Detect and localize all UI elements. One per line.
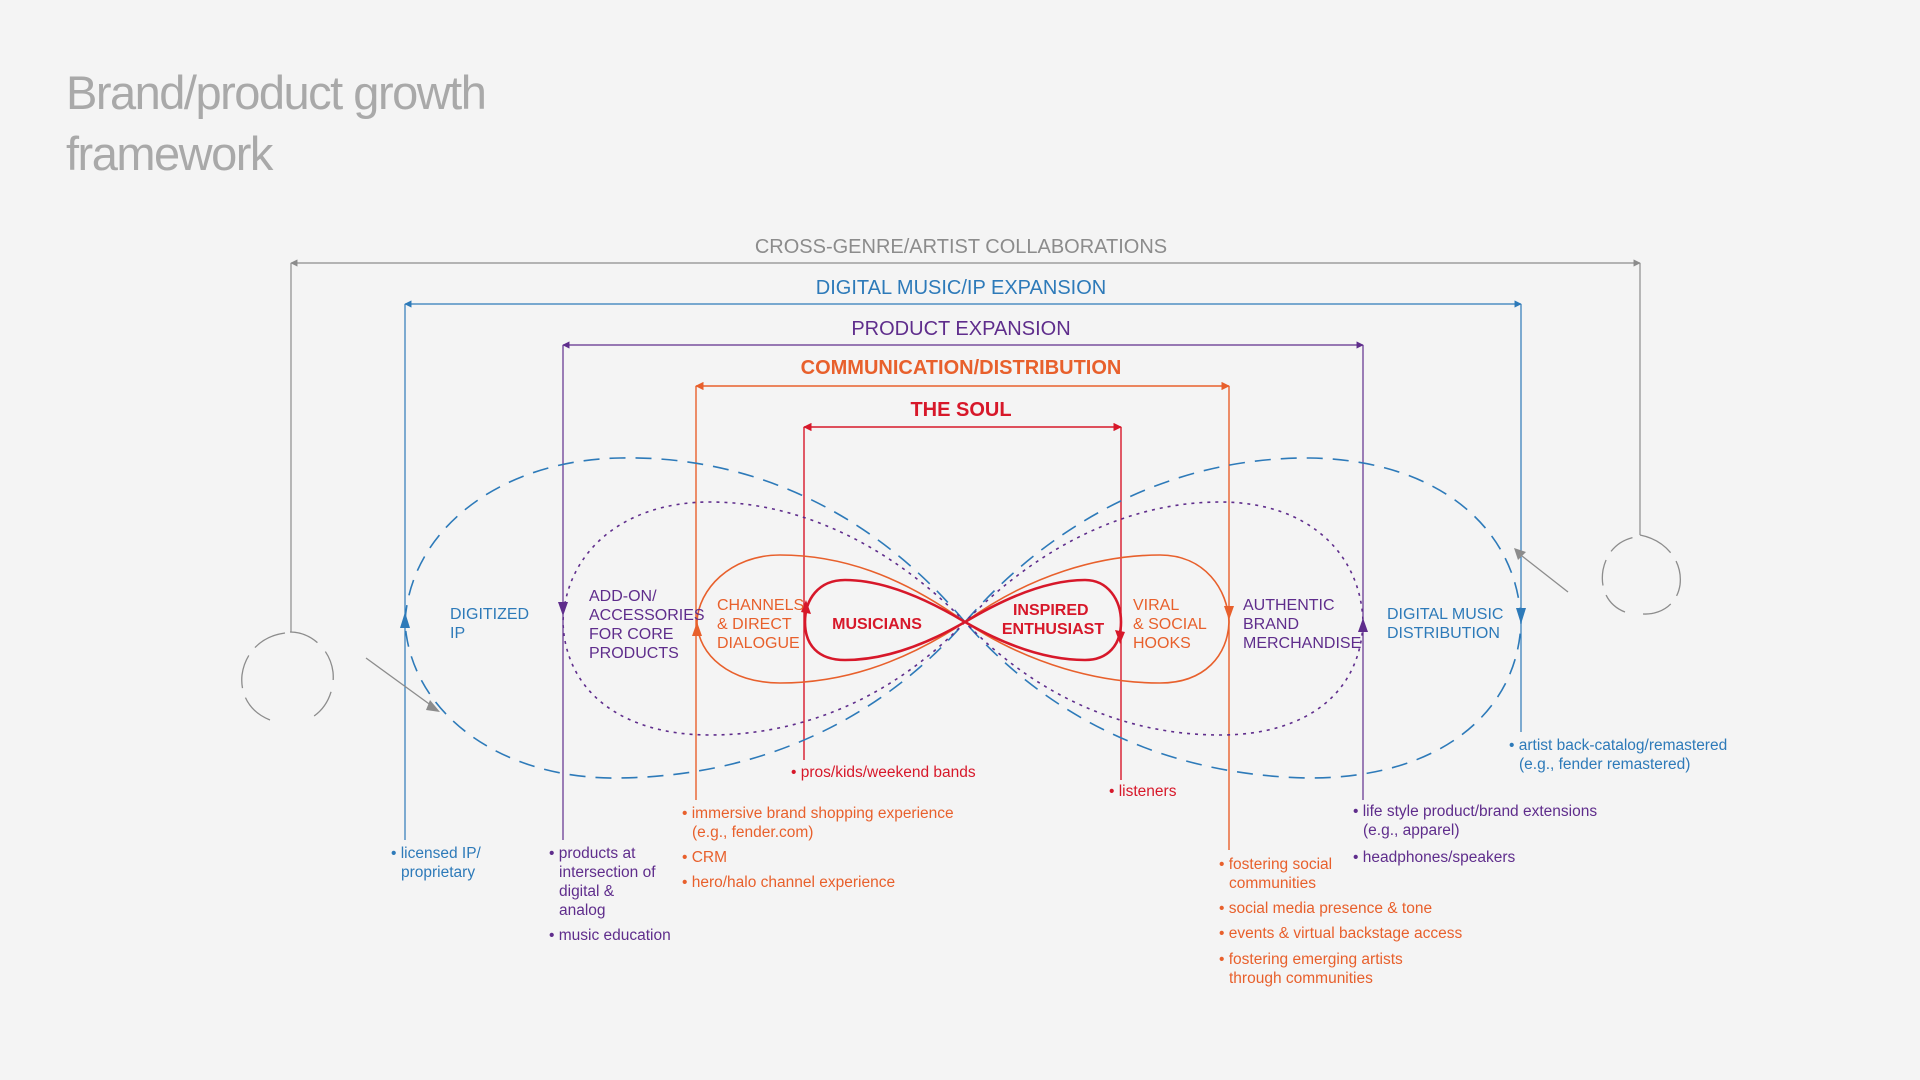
bullet-life-style: • life style product/brand extensions (e… (1353, 803, 1601, 839)
loop-digital-ip (404, 457, 1522, 779)
bracket-product-expansion: PRODUCT EXPANSION (562, 318, 1364, 840)
recycle-circle-right (1514, 534, 1681, 615)
bracket-cross-genre: CROSS-GENRE/ARTIST COLLABORATIONS (290, 236, 1641, 632)
loop-arrow-blue-left (400, 612, 410, 628)
node-musicians: MUSICIANS (832, 616, 922, 633)
node-viral-social-hooks: VIRAL & SOCIAL HOOKS (1133, 597, 1211, 652)
bullet-music-education: • music education (549, 927, 671, 944)
node-digital-distribution: DIGITAL MUSIC DISTRIBUTION (1387, 606, 1508, 642)
loop-arrow-orange-left (692, 622, 702, 636)
node-inspired-enthusiast: INSPIRED ENTHUSIAST (1002, 602, 1104, 638)
bullet-hero-halo: • hero/halo channel experience (682, 874, 895, 891)
label-the-soul: THE SOUL (910, 399, 1011, 421)
bullet-pros-kids: • pros/kids/weekend bands (791, 764, 976, 781)
bullet-products-intersection: • products at intersection of digital & … (549, 845, 660, 919)
page-title-line-2: framework (66, 127, 273, 180)
bullet-immersive: • immersive brand shopping experience (e… (682, 805, 958, 841)
bullet-licensed-ip: • licensed IP/ proprietary (391, 845, 485, 881)
bracket-the-soul: THE SOUL (803, 399, 1122, 780)
node-add-on-accessories: ADD-ON/ ACCESSORIES FOR CORE PRODUCTS (589, 588, 709, 662)
page-title-line-1: Brand/product growth (66, 66, 487, 119)
loop-arrow-red-right (1115, 630, 1125, 644)
bullet-fostering-emerging: • fostering emerging artists through com… (1219, 951, 1407, 987)
label-communication: COMMUNICATION/DISTRIBUTION (801, 357, 1122, 379)
bullet-crm: • CRM (682, 849, 727, 866)
bullet-listeners: • listeners (1109, 783, 1177, 800)
loop-the-soul (803, 578, 1123, 662)
bullet-fostering-social: • fostering social communities (1219, 856, 1336, 892)
label-digital-music-ip: DIGITAL MUSIC/IP EXPANSION (816, 277, 1106, 299)
label-product-expansion: PRODUCT EXPANSION (851, 318, 1070, 340)
bullet-headphones: • headphones/speakers (1353, 849, 1516, 866)
bullet-artist-back-catalog: • artist back-catalog/remastered (e.g., … (1509, 737, 1732, 773)
bullet-social-media: • social media presence & tone (1219, 900, 1432, 917)
bracket-digital-music-ip: DIGITAL MUSIC/IP EXPANSION (404, 277, 1522, 840)
node-digitized-ip: DIGITIZED IP (450, 606, 534, 642)
node-channels: CHANNELS & DIRECT DIALOGUE (717, 597, 809, 652)
loop-arrow-orange-right (1224, 606, 1234, 620)
loop-arrow-blue-right (1516, 608, 1526, 624)
recycle-circle-left (241, 631, 440, 721)
loop-arrow-purple-left (558, 602, 568, 616)
bullet-events: • events & virtual backstage access (1219, 925, 1462, 942)
label-cross-genre: CROSS-GENRE/ARTIST COLLABORATIONS (755, 236, 1167, 258)
loop-arrow-red-left (801, 600, 811, 614)
node-authentic-brand: AUTHENTIC BRAND MERCHANDISE (1243, 597, 1361, 652)
page-title: Brand/product growth framework (66, 62, 487, 184)
bracket-communication: COMMUNICATION/DISTRIBUTION (695, 357, 1230, 850)
loop-arrow-purple-right (1358, 618, 1368, 632)
